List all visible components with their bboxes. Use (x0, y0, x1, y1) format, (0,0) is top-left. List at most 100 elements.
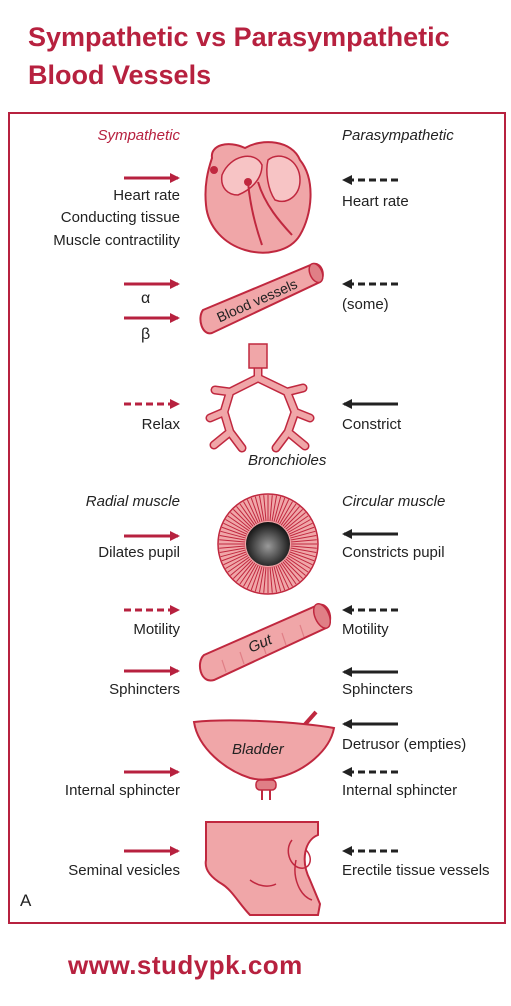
iris-stripe (225, 519, 249, 533)
iris-stripe (289, 526, 315, 537)
iris-stripe (290, 539, 317, 543)
blood-vessel-icon (199, 262, 324, 335)
iris-stripe (243, 501, 257, 525)
vessels-para-label: (some) (342, 296, 389, 313)
iris-stripe (258, 495, 265, 522)
iris-stripe (286, 556, 309, 573)
header-parasympathetic: Parasympathetic (342, 127, 454, 144)
iris-stripe (280, 562, 297, 585)
iris-stripe (221, 526, 247, 537)
iris-stripe (285, 512, 306, 530)
gut-icon (198, 603, 332, 682)
bronchioles-para-label: Constrict (342, 416, 402, 433)
header-sympathetic: Sympathetic (97, 127, 180, 144)
iris-stripe (275, 565, 286, 591)
iris-stripe (286, 515, 309, 532)
heart-sym-label-3: Muscle contractility (53, 232, 180, 249)
iris-stripe (273, 566, 282, 592)
iris-stripe (219, 545, 246, 549)
iris-stripe (282, 506, 300, 527)
bronchioles-sym-label: Relax (141, 416, 180, 433)
iris-stripe (287, 519, 311, 533)
iris-stripe (277, 499, 290, 524)
iris-stripe (258, 566, 265, 593)
alpha-label: α (141, 290, 151, 307)
iris-stripe (263, 566, 267, 593)
iris-stripe (243, 563, 257, 587)
iris-stripe (232, 559, 253, 580)
iris-stripe (219, 534, 246, 541)
iris-stripe (220, 549, 246, 558)
iris-stripe (273, 496, 282, 522)
heart-para-label: Heart rate (342, 193, 409, 210)
page-title: Sympathetic vs Parasympathetic Blood Ves… (28, 18, 508, 94)
genital-icon (204, 821, 322, 916)
iris-stripe (282, 561, 300, 582)
iris-stripe (277, 564, 290, 589)
heart-sym-label-1: Heart rate (113, 187, 180, 204)
gut-para-sphincters: Sphincters (342, 681, 413, 698)
iris-stripe (236, 506, 254, 527)
genital-sym-label: Seminal vesicles (68, 862, 180, 879)
footer-url[interactable]: www.studypk.com (68, 950, 303, 980)
iris-stripe (230, 558, 251, 576)
iris-stripe (279, 563, 293, 587)
iris-stripe (263, 495, 267, 522)
title-line-1: Sympathetic vs Parasympathetic (28, 22, 450, 52)
bladder-icon (192, 710, 336, 800)
bladder-para-detrusor: Detrusor (empties) (342, 736, 467, 753)
bronchioles-icon (205, 343, 315, 453)
iris-stripe (288, 553, 313, 566)
iris-stripe (290, 530, 316, 539)
iris-stripe (269, 566, 273, 593)
iris-stripe (289, 551, 315, 562)
iris-stripe (230, 512, 251, 530)
panel-letter: A (20, 891, 32, 910)
iris-stripe (246, 499, 259, 524)
iris-stripe (287, 555, 311, 569)
bladder-para-internal: Internal sphincter (342, 782, 458, 799)
iris-stripe (275, 497, 286, 523)
iris-stripe (221, 551, 247, 562)
bronchioles-organ-label: Bronchioles (248, 452, 327, 469)
sympathetic-arrows (124, 173, 180, 856)
iris-stripe (290, 549, 316, 558)
iris-stripe (239, 562, 256, 585)
iris-stripe (239, 503, 256, 526)
iris-stripe (246, 564, 259, 589)
iris-stripe (219, 539, 246, 543)
iris-stripe (254, 566, 263, 592)
iris-stripe (269, 495, 273, 522)
iris-stripe (283, 559, 304, 580)
eye-para-label: Constricts pupil (342, 544, 445, 561)
iris-stripe (280, 503, 297, 526)
heart-sym-label-2: Conducting tissue (60, 209, 180, 226)
heart-icon (204, 141, 312, 254)
eye-sym-label: Dilates pupil (98, 544, 180, 561)
iris-stripe (219, 547, 246, 554)
gut-sym-motility: Motility (133, 621, 180, 638)
beta-label: β (141, 326, 151, 343)
iris-stripe (285, 558, 306, 576)
iris-stripe (232, 508, 253, 529)
iris-stripe (220, 530, 246, 539)
gut-sym-sphincters: Sphincters (109, 681, 180, 698)
gut-para-motility: Motility (342, 621, 389, 638)
iris-stripe (271, 495, 278, 522)
parasympathetic-arrows (342, 175, 398, 856)
iris-icon (217, 493, 319, 595)
iris-stripe (279, 501, 293, 525)
genital-para-label: Erectile tissue vessels (342, 862, 490, 879)
eye-para-header: Circular muscle (342, 493, 446, 510)
iris-stripe (223, 553, 248, 566)
iris-stripe (227, 515, 250, 532)
iris-stripe (288, 522, 313, 535)
iris-stripe (283, 508, 304, 529)
iris-stripe (250, 497, 261, 523)
iris-stripe (290, 545, 317, 549)
title-line-2: Blood Vessels (28, 60, 212, 90)
iris-stripe (254, 496, 263, 522)
iris-stripe (227, 556, 250, 573)
iris-stripe (271, 566, 278, 593)
